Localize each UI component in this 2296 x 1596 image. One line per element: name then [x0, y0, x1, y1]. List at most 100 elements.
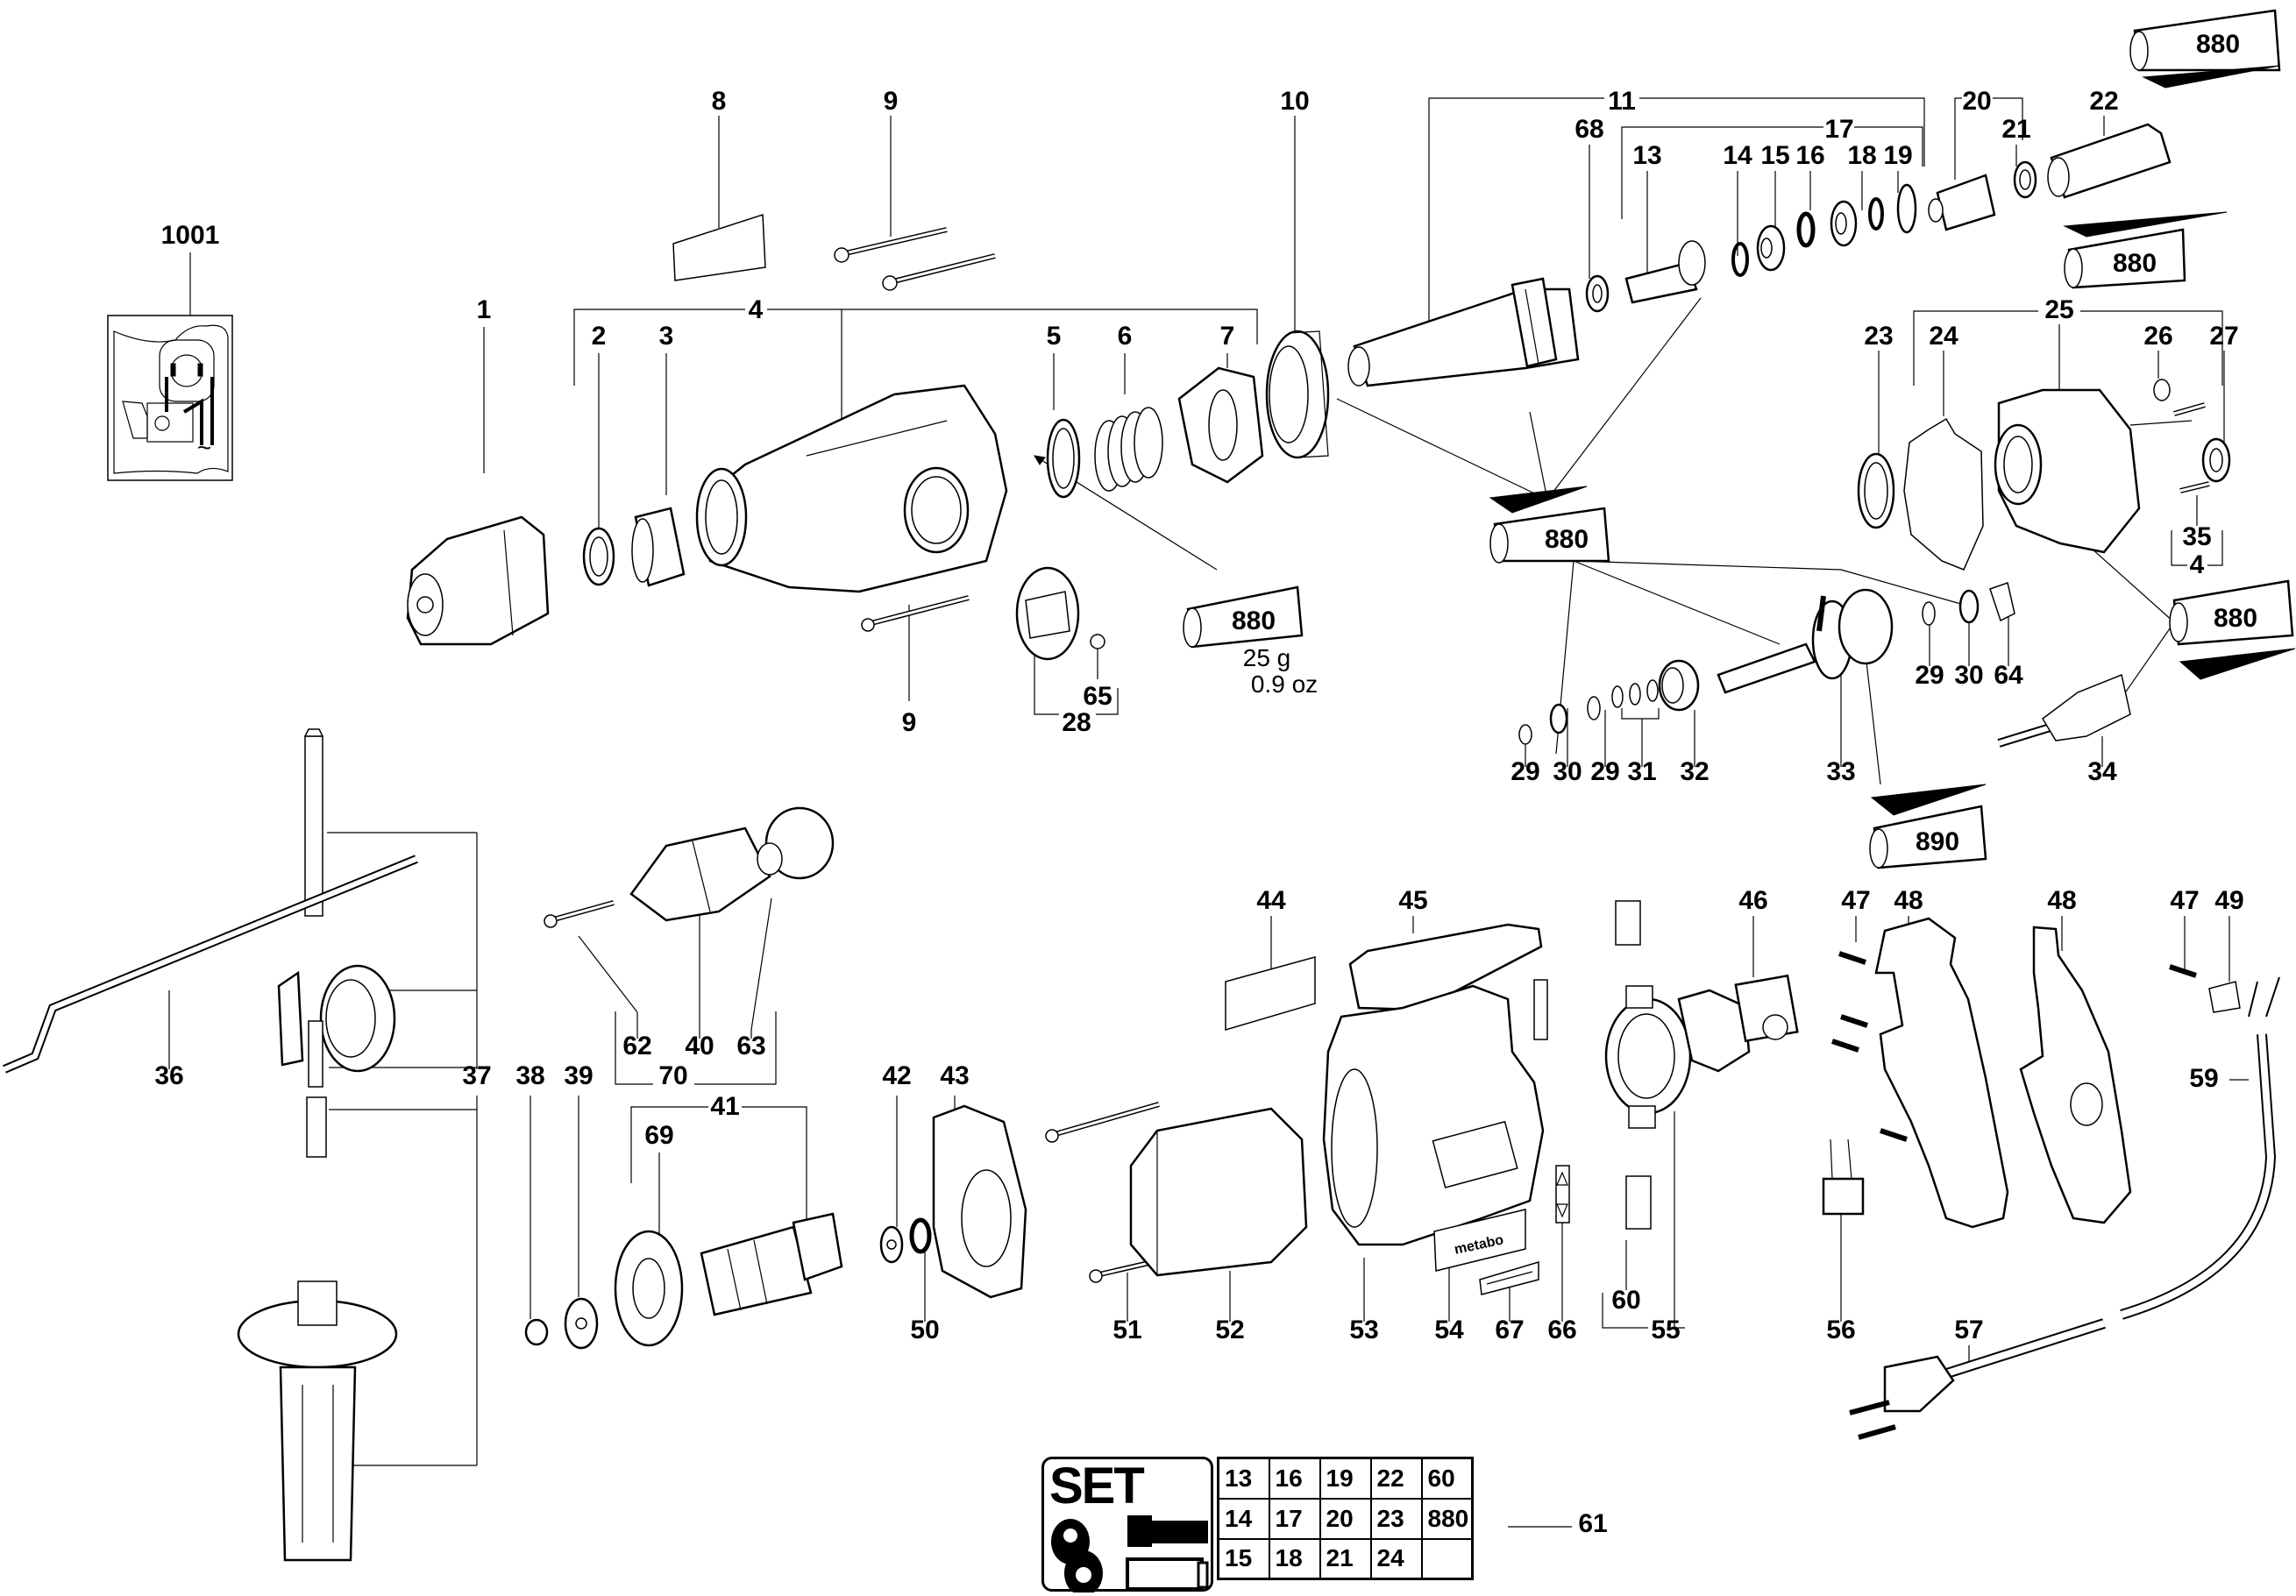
part-label-1001: 1001	[161, 221, 220, 250]
part-label-48a: 48	[1894, 886, 1923, 915]
part-label-24: 24	[1929, 322, 1958, 351]
part-label-42: 42	[882, 1061, 911, 1090]
part-43-bearing-cover	[932, 1104, 1027, 1299]
part-4-gear-housing	[695, 384, 1008, 593]
grease-tube-880-center: 880	[1489, 486, 1610, 564]
set-kit-cell: 24	[1369, 1537, 1423, 1580]
part-48-handle-left	[1874, 917, 2009, 1229]
part-label-52: 52	[1215, 1316, 1244, 1344]
part-40-keyless-chuck	[629, 826, 771, 922]
set-kit-cell: 21	[1319, 1537, 1372, 1580]
part-label-30b: 30	[1954, 661, 1983, 690]
part-label-49: 49	[2214, 886, 2243, 915]
part-62-screw	[544, 900, 615, 928]
part-60-brush-holders	[1615, 900, 1652, 1230]
part-label-11: 11	[1608, 87, 1636, 116]
grease-tube-880-top-right: 880	[2129, 9, 2281, 89]
part-68-washer	[1585, 274, 1610, 313]
set-kit-cell: 880	[1420, 1497, 1474, 1540]
part-label-39: 39	[564, 1061, 593, 1090]
part-label-28: 28	[1062, 708, 1091, 737]
part-label-55: 55	[1651, 1316, 1680, 1344]
part-67-rating-plate	[1479, 1260, 1539, 1295]
part-label-29a: 29	[1511, 757, 1539, 786]
part-65-ball	[1090, 634, 1105, 649]
part-label-31: 31	[1627, 757, 1656, 786]
svg-text:880: 880	[1545, 525, 1589, 554]
part-41-armature	[700, 1212, 843, 1316]
part-label-14: 14	[1723, 141, 1752, 170]
part-10-gear	[1265, 330, 1330, 459]
part-label-16: 16	[1795, 141, 1824, 170]
part-label-17: 17	[1824, 115, 1853, 144]
grease-tube-890: 890	[1869, 784, 1987, 869]
part-48-handle-right	[2019, 926, 2132, 1224]
part-label-7: 7	[1220, 322, 1235, 351]
part-label-67: 67	[1495, 1316, 1524, 1344]
part-22-cylinder	[2047, 123, 2172, 199]
part-label-48b: 48	[2047, 886, 2076, 915]
part-29-30-washers	[1518, 679, 1659, 745]
part-label-27: 27	[2209, 322, 2238, 351]
part-label-3: 3	[659, 322, 674, 351]
set-kit-cell: 14	[1217, 1497, 1270, 1540]
part-46-switch	[1677, 974, 1799, 1073]
part-21-ring	[2013, 160, 2037, 199]
part-label-strip	[1533, 979, 1548, 1040]
part-2-ring	[582, 527, 615, 586]
set-kit-cell: 22	[1369, 1457, 1423, 1500]
part-label-62: 62	[622, 1032, 651, 1060]
set-kit-cell: 16	[1268, 1457, 1321, 1500]
part-label-46: 46	[1738, 886, 1767, 915]
set-kit-cell: 23	[1369, 1497, 1423, 1540]
part-38-bushing	[524, 1318, 549, 1346]
part-label-53: 53	[1349, 1316, 1378, 1344]
part-45-top-cover	[1348, 923, 1543, 1011]
part-1-chuck	[406, 515, 550, 646]
part-47-screw-right	[2169, 964, 2197, 978]
part-label-60: 60	[1611, 1286, 1640, 1315]
part-18-oring	[1868, 197, 1884, 231]
part-label-43: 43	[940, 1061, 969, 1090]
set-kit-title: SET	[1049, 1458, 1145, 1514]
part-7-clutch-disc	[1177, 366, 1264, 484]
part-26-plug	[2153, 379, 2171, 401]
part-63-adapter	[757, 806, 835, 880]
part-label-21: 21	[2001, 115, 2030, 144]
set-kit-cell: 13	[1217, 1457, 1270, 1500]
part-label-56: 56	[1826, 1316, 1855, 1344]
part-11-spindle-shaft	[1347, 277, 1580, 387]
part-label-5: 5	[1047, 322, 1062, 351]
part-label-47b: 47	[2170, 886, 2199, 915]
svg-text:890: 890	[1916, 827, 1959, 856]
svg-text:880: 880	[2214, 604, 2257, 633]
part-label-30a: 30	[1553, 757, 1582, 786]
part-69-fan	[614, 1230, 684, 1347]
set-kit-cell: 20	[1319, 1497, 1372, 1540]
part-20-piston	[1928, 174, 1996, 231]
part-25-gearbox-cover	[1994, 388, 2193, 554]
part-label-35: 35	[2182, 522, 2211, 551]
grease-weight-oz: 0.9 oz	[1251, 670, 1318, 698]
part-label-63: 63	[736, 1032, 765, 1060]
grease-tube-880-right-mid: 880	[2063, 211, 2228, 289]
part-9-screws-top	[834, 227, 996, 291]
part-label-47a: 47	[1841, 886, 1870, 915]
part-label-51: 51	[1112, 1316, 1141, 1344]
part-label-66: 66	[1547, 1316, 1576, 1344]
part-label-44: 44	[1256, 886, 1286, 915]
part-19-ring	[1896, 183, 1917, 234]
part-label-8: 8	[712, 87, 727, 116]
part-23-bearing-ring	[1857, 452, 1895, 529]
part-15-bushing	[1756, 224, 1786, 272]
part-label-29b: 29	[1590, 757, 1619, 786]
part-label-34: 34	[2087, 757, 2117, 786]
part-56-capacitor	[1822, 1138, 1865, 1216]
part-35-screw	[2179, 481, 2210, 493]
part-label-41: 41	[710, 1092, 739, 1121]
part-label-70: 70	[658, 1061, 687, 1090]
